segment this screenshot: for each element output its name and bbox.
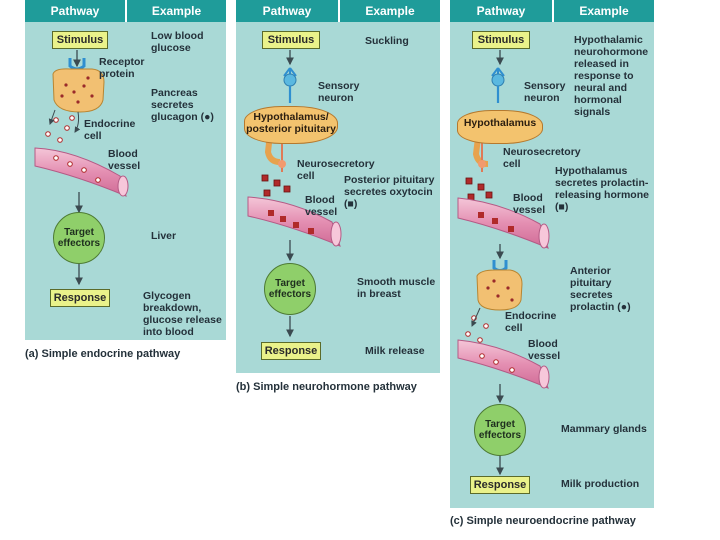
hypothalamus-stalk-c xyxy=(472,137,489,167)
sensory-neuron-icon-b xyxy=(283,67,297,103)
panel-b-example-header: Example xyxy=(338,0,440,22)
caption-b: (b) Simple neurohormone pathway xyxy=(236,381,417,393)
caption-a: (a) Simple endocrine pathway xyxy=(25,348,181,360)
example-response-b: Milk release xyxy=(365,345,425,357)
posterior-pituitary-stalk-b xyxy=(264,133,281,165)
hypothalamus-posterior-pituitary: Hypothalamus/ posterior pituitary xyxy=(244,106,338,144)
target-effectors-a: Target effectors xyxy=(53,212,105,264)
caption-c: (c) Simple neuroendocrine pathway xyxy=(450,515,636,527)
example-response-c: Milk production xyxy=(561,478,640,490)
hormone-circles-a xyxy=(45,115,75,143)
example-stimulus-c: Hypothalamic neurohormone released in re… xyxy=(574,34,649,118)
sensory-neuron-icon-c xyxy=(491,67,505,103)
blood-vessel-label-a: Blood vessel xyxy=(108,148,141,172)
hormone-circles-c xyxy=(465,315,489,343)
example-stimulus-a: Low blood glucose xyxy=(151,30,204,54)
stimulus-box-b: Stimulus xyxy=(262,31,320,49)
neurosecretory-cell-label-b: Neurosecretory cell xyxy=(297,158,375,182)
example-target-a: Liver xyxy=(151,230,177,242)
blood-vessel-label-c-lower: Blood vessel xyxy=(528,338,561,362)
panel-b-pathway-header: Pathway xyxy=(236,0,338,22)
anterior-pituitary-cell-icon xyxy=(476,269,523,311)
receptor-protein-label: Receptor protein xyxy=(99,56,145,80)
sensory-neuron-label-b: Sensory neuron xyxy=(318,80,360,104)
response-box-a: Response xyxy=(50,289,110,307)
receptor-protein-icon-c xyxy=(492,260,508,272)
blood-vessel-label-b: Blood vessel xyxy=(305,194,338,218)
neurosecretory-cell-icon-b xyxy=(278,140,286,172)
panel-a-example-header: Example xyxy=(125,0,226,22)
blood-vessel-a xyxy=(34,147,129,197)
example-response-a: Glycogen breakdown, glucose release into… xyxy=(143,290,222,338)
neurosecretory-cell-icon-c xyxy=(478,140,486,172)
example-secretes-a: Pancreas secretes glucagon (●) xyxy=(151,87,214,123)
blood-vessel-c-upper xyxy=(457,197,550,249)
neurosecretory-cell-label-c: Neurosecretory cell xyxy=(503,146,581,170)
response-box-c: Response xyxy=(470,476,530,494)
example-target-c: Mammary glands xyxy=(561,423,647,435)
example-target-b: Smooth muscle in breast xyxy=(357,276,436,300)
example-stimulus-b: Suckling xyxy=(365,35,409,47)
blood-vessel-c-lower xyxy=(457,339,550,389)
response-box-b: Response xyxy=(261,342,321,360)
example-secretes-b: Posterior pituitary secretes oxytocin (■… xyxy=(344,174,435,210)
example-anterior-pituitary-c: Anterior pituitary secretes prolactin (●… xyxy=(570,265,631,313)
panel-a-pathway-header: Pathway xyxy=(25,0,125,22)
target-effectors-c: Target effectors xyxy=(474,404,526,456)
endocrine-cell-label-c: Endocrine cell xyxy=(505,310,557,334)
panel-b xyxy=(236,0,440,373)
endocrine-cell-label-a: Endocrine cell xyxy=(84,118,136,142)
stimulus-box-a: Stimulus xyxy=(52,31,108,49)
blood-vessel-label-c-upper: Blood vessel xyxy=(513,192,546,216)
hypothalamus-c: Hypothalamus xyxy=(457,110,543,144)
stimulus-box-c: Stimulus xyxy=(472,31,530,49)
sensory-neuron-label-c: Sensory neuron xyxy=(524,80,566,104)
panel-c-pathway-header: Pathway xyxy=(450,0,552,22)
panel-c-example-header: Example xyxy=(552,0,654,22)
target-effectors-b: Target effectors xyxy=(264,263,316,315)
endocrine-cell-icon xyxy=(52,68,105,113)
example-hypothalamus-c: Hypothalamus secretes prolactin-releasin… xyxy=(555,165,649,213)
blood-vessel-b xyxy=(247,196,342,247)
